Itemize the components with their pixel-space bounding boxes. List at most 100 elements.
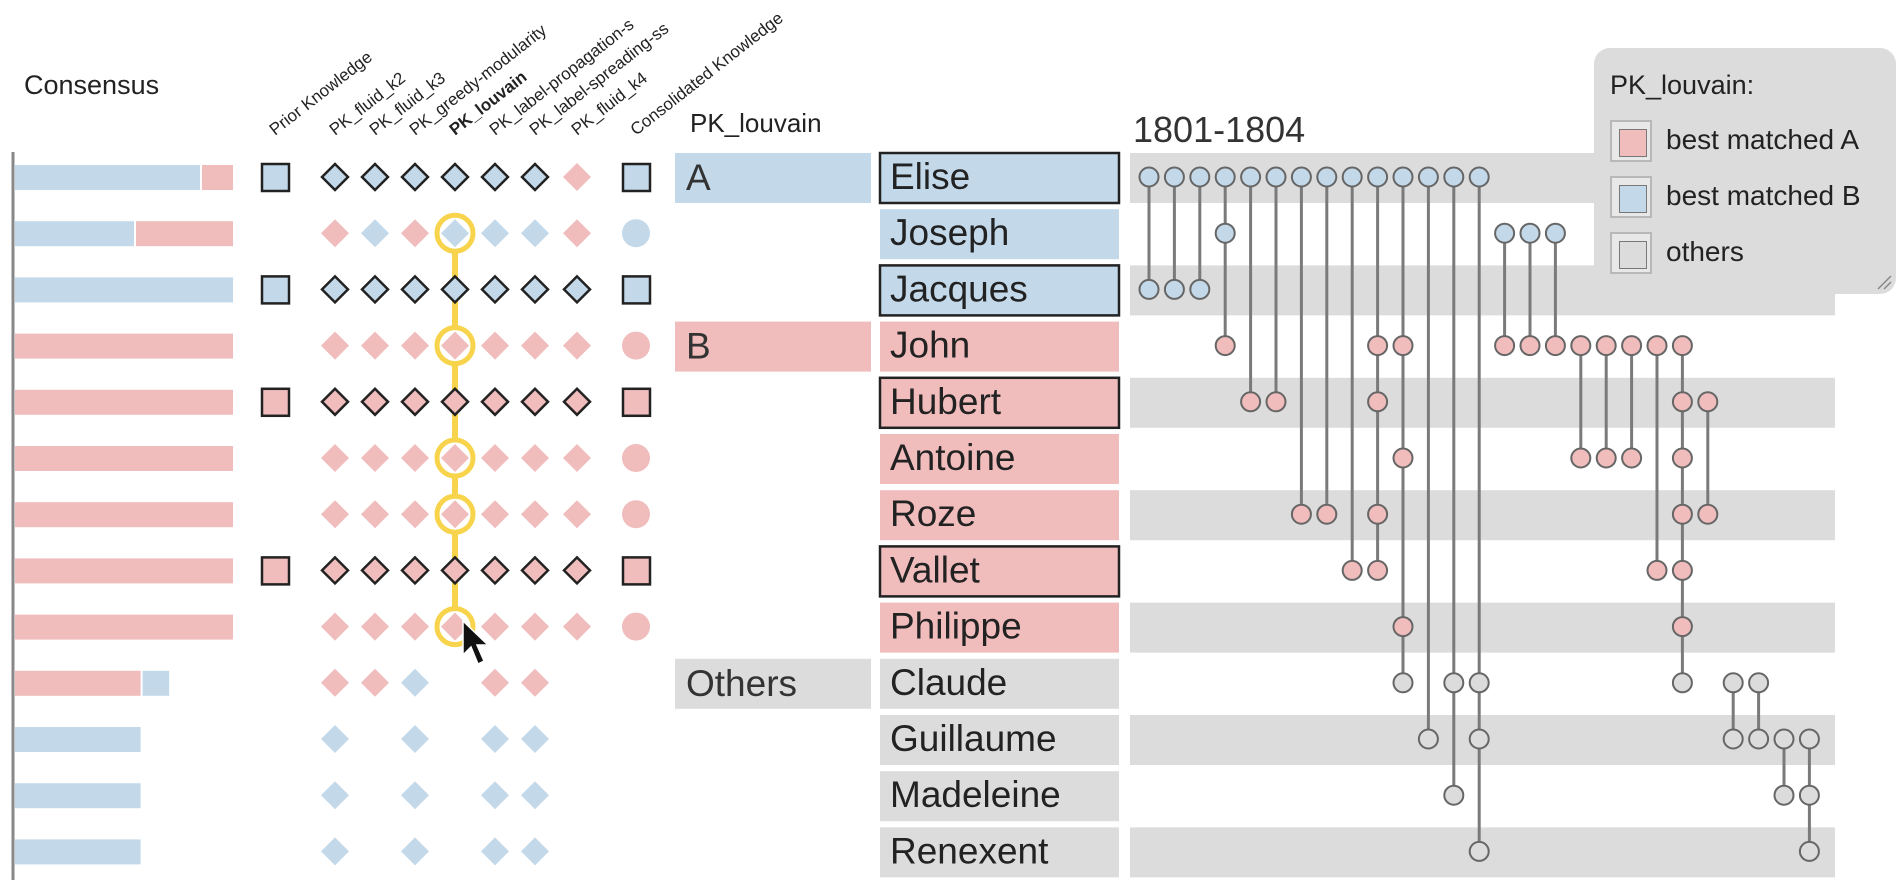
legend-swatch-blue (1619, 185, 1647, 213)
matrix-diamond (521, 612, 549, 641)
matrix-diamond (361, 500, 389, 529)
matrix-diamond (321, 781, 349, 810)
event-node (1290, 166, 1312, 188)
event-node (1367, 391, 1389, 413)
matrix-diamond (480, 162, 510, 192)
matrix-square (260, 387, 291, 418)
group-column-title: PK_louvain (690, 108, 822, 138)
matrix-diamond (440, 555, 470, 586)
method-matrix (260, 162, 652, 866)
matrix-diamond (360, 555, 390, 586)
event-node (1798, 784, 1820, 806)
event-node (1214, 166, 1236, 188)
group-label: B (686, 326, 711, 367)
event-node (1367, 503, 1389, 525)
node-name: Jacques (890, 268, 1028, 309)
event-node (1671, 391, 1693, 413)
matrix-diamond (521, 668, 549, 697)
event-node (1798, 728, 1820, 750)
legend-label: best matched A (1666, 124, 1860, 155)
node-name-box (878, 545, 1121, 598)
event-node (1367, 559, 1389, 581)
matrix-diamond (562, 555, 592, 586)
event-node (1671, 559, 1693, 581)
matrix-diamond (321, 500, 349, 529)
matrix-square (621, 275, 652, 305)
matrix-square (621, 387, 652, 418)
node-name: Antoine (890, 437, 1016, 478)
matrix-diamond (361, 331, 389, 360)
matrix-diamond (440, 274, 470, 305)
node-name-box (880, 771, 1119, 822)
event-node (1214, 222, 1236, 244)
matrix-diamond (360, 274, 390, 305)
matrix-diamond (320, 387, 350, 417)
node-name-box (880, 209, 1119, 260)
event-node (1697, 391, 1719, 413)
event-node (1519, 222, 1541, 244)
node-name: Claude (890, 662, 1007, 703)
consensus-segment (142, 670, 170, 696)
matrix-diamond (480, 555, 510, 586)
event-node (1341, 559, 1363, 581)
group-box (675, 658, 871, 709)
group-label: A (686, 157, 711, 198)
matrix-diamond (321, 837, 349, 866)
consensus-segment (15, 446, 233, 471)
event-node (1494, 335, 1516, 357)
legend-swatch-pink (1619, 129, 1647, 157)
matrix-circle (622, 444, 650, 472)
node-name-list: EliseJosephJacquesJohnHubertAntoineRozeV… (878, 151, 1121, 878)
timeline-events (1138, 166, 1820, 862)
matrix-diamond (321, 668, 349, 697)
event-node (1595, 447, 1617, 469)
time-title: 1801-1804 (1133, 109, 1305, 150)
consensus-segment (15, 165, 200, 190)
matrix-diamond (400, 387, 430, 417)
legend-swatch-gray (1619, 241, 1647, 269)
matrix-diamond (320, 555, 350, 586)
event-node (1417, 728, 1439, 750)
event-node (1392, 447, 1414, 469)
resize-handle-icon[interactable] (1876, 274, 1892, 290)
event-node (1773, 728, 1795, 750)
matrix-diamond (321, 612, 349, 641)
matrix-diamond (481, 837, 509, 866)
matrix-diamond (361, 612, 389, 641)
event-node (1544, 335, 1566, 357)
matrix-circle (622, 219, 650, 248)
node-name-box (878, 151, 1121, 205)
consensus-segment (202, 165, 233, 190)
event-node (1722, 672, 1744, 694)
event-node (1671, 335, 1693, 357)
event-node (1748, 672, 1770, 694)
matrix-diamond (563, 219, 591, 248)
matrix-diamond (441, 331, 469, 360)
matrix-diamond (481, 612, 509, 641)
consensus-segment (15, 277, 233, 303)
node-name: Renexent (890, 830, 1049, 871)
event-node (1519, 335, 1541, 357)
event-node (1748, 728, 1770, 750)
matrix-diamond (480, 274, 510, 305)
matrix-diamond (320, 274, 350, 305)
group-label: Others (686, 663, 797, 704)
node-name-box (880, 490, 1119, 541)
event-node (1163, 166, 1185, 188)
matrix-square (621, 556, 652, 586)
legend-panel[interactable]: PK_louvain: best matched A best matched … (1594, 48, 1896, 294)
event-node (1671, 616, 1693, 638)
matrix-diamond (321, 331, 349, 360)
matrix-diamond (480, 387, 510, 417)
event-node (1671, 672, 1693, 694)
matrix-diamond (401, 219, 429, 248)
consensus-bars (15, 165, 233, 865)
event-node (1367, 335, 1389, 357)
matrix-diamond (401, 500, 429, 529)
matrix-diamond (563, 444, 591, 472)
node-name: Roze (890, 493, 976, 534)
node-name: Joseph (890, 212, 1009, 253)
matrix-diamond (361, 668, 389, 697)
event-node (1240, 166, 1262, 188)
event-node (1595, 335, 1617, 357)
